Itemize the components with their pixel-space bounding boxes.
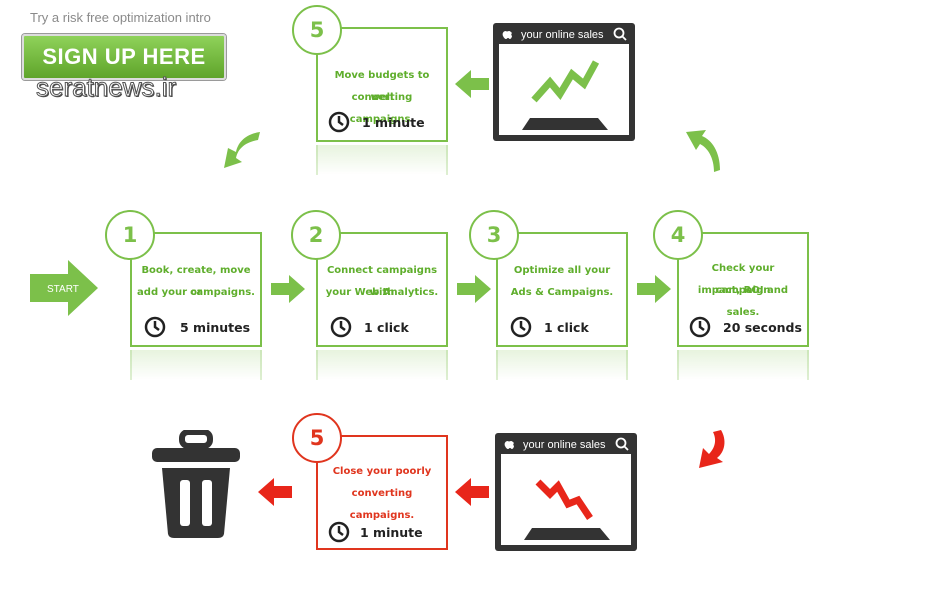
step-4-reflection [677,350,809,380]
curved-arrow-icon [224,132,260,168]
apple-icon [504,441,514,449]
clock-icon [328,111,350,133]
arrow-right-icon [271,275,305,303]
clock-icon [328,521,350,543]
clock-icon [144,316,166,338]
apple-icon [502,31,512,39]
arrow-left-icon [455,70,489,98]
step-1-reflection [130,350,262,380]
step-4-line2: impact, ROI and sales. [697,285,789,318]
curved-arrow-icon [699,430,725,468]
step-card-top: Move budgets to well converting campaign… [316,27,448,142]
step-3-number: 3 [469,210,519,260]
step-4-line1: Check your campaign [711,263,775,296]
step-card-4: Check your campaign impact, ROI and sale… [677,232,809,347]
monitor-top-title: your online sales [521,29,604,41]
arrow-left-icon [455,478,489,506]
step-1-line2: add your campaigns. [137,287,255,298]
step-bottom-time: 1 minute [360,525,423,540]
step-top-time: 1 minute [362,115,425,130]
clock-icon [510,316,532,338]
arrow-right-icon [457,275,491,303]
step-3-time: 1 click [544,320,589,335]
step-top-number: 5 [292,5,342,55]
laptop-base [522,118,608,130]
trend-down-line [535,479,593,520]
monitor-bottom-title: your online sales [523,439,606,451]
search-icon [615,437,629,451]
start-arrow: START [30,260,98,316]
trash-icon [152,430,240,538]
clock-icon [330,316,352,338]
arrow-right-icon [637,275,671,303]
step-1-number: 1 [105,210,155,260]
step-1-time: 5 minutes [180,320,251,335]
step-3-line2: Ads & Campaigns. [510,287,614,298]
step-3-reflection [496,350,628,380]
step-2-time: 1 click [364,320,409,335]
step-card-3: Optimize all your Ads & Campaigns. 1 cli… [496,232,628,347]
step-2-number: 2 [291,210,341,260]
step-card-2: Connect campaigns with your Web Analytic… [316,232,448,347]
step-top-line2: converting campaigns. [349,92,415,125]
signup-button[interactable]: SIGN UP HERE [22,34,226,80]
laptop-base [524,528,610,540]
step-1-line1: Book, create, move or [141,265,251,298]
arrow-left-icon [258,478,292,506]
clock-icon [689,316,711,338]
start-label: START [47,284,79,295]
step-top-line1: Move budgets to well [334,70,430,103]
step-top-reflection [316,145,448,175]
step-2-line1: Connect campaigns with [326,265,438,298]
monitor-bottom [495,433,637,551]
step-card-bottom: Close your poorly converting campaigns. … [316,435,448,550]
step-bottom-number: 5 [292,413,342,463]
step-2-reflection [316,350,448,380]
step-3-line1: Optimize all your [513,265,611,276]
search-icon [613,27,627,41]
watermark: seratnews.ir [35,72,177,103]
tagline: Try a risk free optimization intro [30,10,211,25]
curved-arrow-icon [686,130,720,172]
step-card-1: Book, create, move or add your campaigns… [130,232,262,347]
monitor-top [493,23,635,141]
step-4-number: 4 [653,210,703,260]
step-4-time: 20 seconds [723,320,802,335]
step-bottom-line1: Close your poorly [332,466,432,477]
step-2-line2: your Web Analytics. [325,287,439,298]
trend-up-line [531,60,600,103]
step-bottom-line2: converting campaigns. [349,488,415,521]
